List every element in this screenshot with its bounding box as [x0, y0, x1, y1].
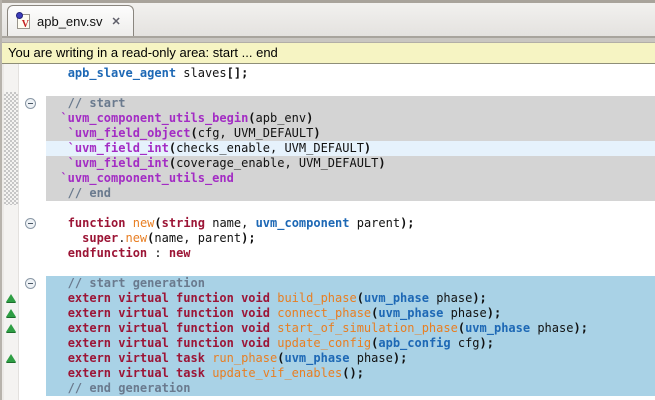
- override-marker-icon: [6, 354, 16, 362]
- code-line[interactable]: `uvm_field_int(coverage_enable, UVM_DEFA…: [67, 156, 386, 170]
- tab-bar-divider: [2, 36, 655, 38]
- readonly-warning-banner: You are writing in a read-only area: sta…: [2, 43, 655, 64]
- code-line[interactable]: `uvm_component_utils_end: [60, 171, 234, 185]
- code-line[interactable]: extern virtual function void connect_pha…: [67, 306, 502, 320]
- readonly-marker-hatch: [4, 92, 18, 205]
- code-line[interactable]: extern virtual function void build_phase…: [67, 291, 487, 305]
- code-line[interactable]: // end generation: [46, 381, 191, 395]
- code-line[interactable]: extern virtual task run_phase(uvm_phase …: [67, 351, 408, 365]
- editor-tab[interactable]: apb_env.sv ✕: [7, 5, 134, 36]
- code-line[interactable]: endfunction : new: [67, 246, 191, 260]
- editor-pane: apb_slave_agent slaves[]; // start `uvm_…: [2, 64, 655, 400]
- code-line[interactable]: [46, 201, 655, 216]
- fold-collapse-icon[interactable]: [25, 278, 36, 289]
- tab-bar-shelf: [2, 38, 655, 43]
- code-line[interactable]: // start generation: [46, 276, 205, 290]
- code-line[interactable]: extern virtual task update_vif_enables()…: [67, 366, 364, 380]
- code-line[interactable]: `uvm_field_int(checks_enable, UVM_DEFAUL…: [67, 141, 372, 155]
- code-line[interactable]: [46, 81, 655, 96]
- code-line[interactable]: `uvm_field_object(cfg, UVM_DEFAULT): [67, 126, 321, 140]
- systemverilog-file-icon: [16, 11, 30, 30]
- fold-bar: [19, 64, 46, 400]
- override-marker-icon: [6, 294, 16, 302]
- code-area[interactable]: apb_slave_agent slaves[]; // start `uvm_…: [46, 64, 655, 400]
- selection-highlight: [46, 276, 655, 396]
- code-line[interactable]: // end: [46, 186, 112, 200]
- override-marker-icon: [6, 324, 16, 332]
- tab-bar: apb_env.sv ✕: [2, 0, 655, 36]
- fold-collapse-icon[interactable]: [25, 218, 36, 229]
- code-line[interactable]: function new(string name, uvm_component …: [67, 216, 415, 230]
- code-line[interactable]: extern virtual function void start_of_si…: [67, 321, 588, 335]
- code-line[interactable]: [46, 261, 655, 276]
- code-lines: apb_slave_agent slaves[]; // start `uvm_…: [46, 64, 655, 396]
- code-line[interactable]: `uvm_component_utils_begin(apb_env): [60, 111, 314, 125]
- marker-bar: [2, 64, 19, 400]
- fold-collapse-icon[interactable]: [25, 98, 36, 109]
- tab-title: apb_env.sv: [37, 13, 103, 29]
- code-line[interactable]: apb_slave_agent slaves[];: [67, 66, 249, 80]
- readonly-warning-text: You are writing in a read-only area: sta…: [8, 45, 278, 60]
- code-line[interactable]: super.new(name, parent);: [82, 231, 256, 245]
- override-marker-icon: [6, 309, 16, 317]
- code-line[interactable]: // start: [46, 96, 126, 110]
- current-line-highlight: [46, 141, 655, 156]
- code-line[interactable]: extern virtual function void update_conf…: [67, 336, 494, 350]
- tab-close-icon[interactable]: ✕: [111, 15, 121, 28]
